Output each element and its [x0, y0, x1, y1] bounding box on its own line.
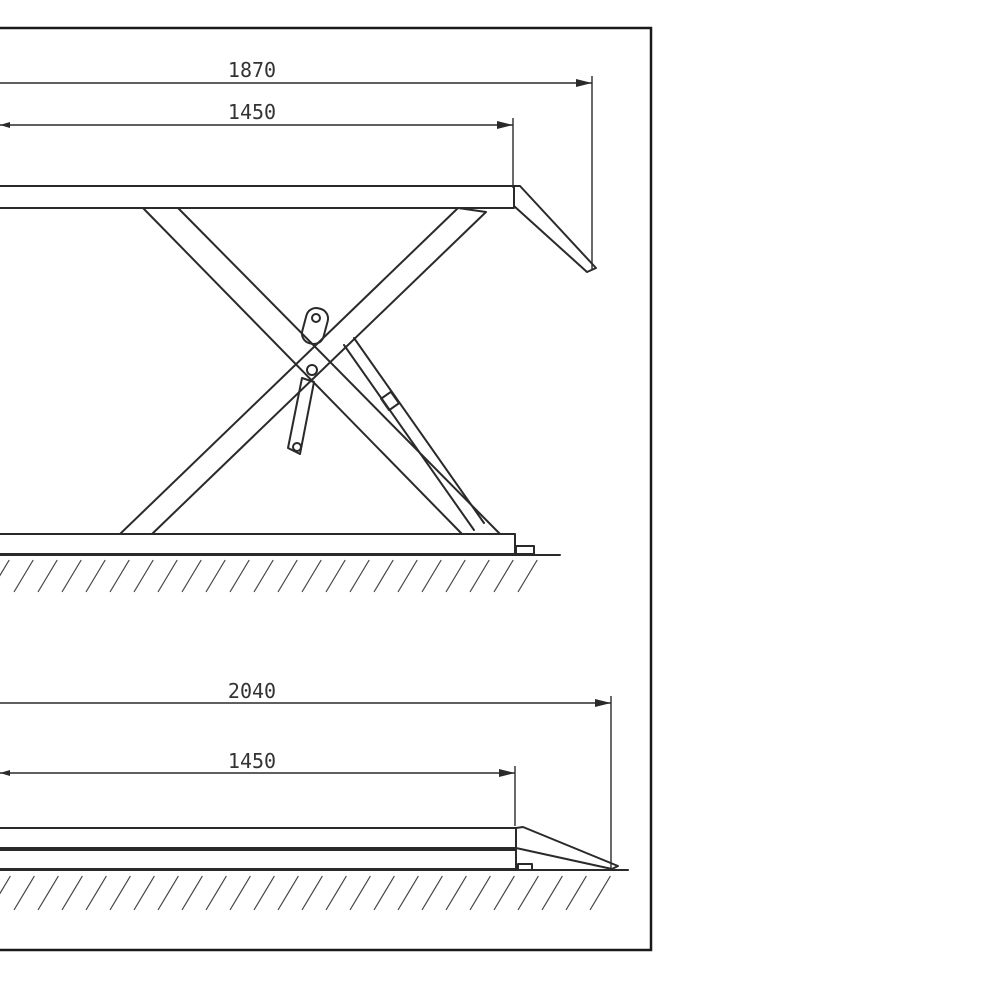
center-pivot	[306, 364, 318, 376]
hatch-line	[349, 875, 371, 911]
hatch-line	[229, 875, 251, 911]
dimension-label-1870: 1870	[228, 58, 276, 82]
hatch-line	[349, 559, 370, 593]
hatch-line	[0, 875, 11, 895]
hatch-line	[157, 875, 179, 911]
dimension-label-2040: 2040	[228, 679, 276, 703]
raised-view: 1870 1450	[0, 58, 597, 593]
hatch-line	[421, 559, 442, 593]
hatch-line	[469, 559, 490, 593]
hatch-line	[589, 875, 611, 911]
hatch-line	[373, 875, 395, 911]
hatch-line	[253, 559, 274, 593]
hatch-line	[373, 559, 394, 593]
dimension-label-1450-top: 1450	[228, 100, 276, 124]
hatch-line	[229, 559, 250, 593]
hatch-line	[13, 559, 34, 593]
hatch-line	[517, 559, 538, 593]
hatch-line	[205, 559, 226, 593]
hatch-line	[61, 559, 82, 593]
hatch-line	[37, 875, 59, 911]
hatch-line	[133, 559, 154, 593]
hatch-line	[181, 559, 202, 593]
hatch-line	[277, 875, 299, 911]
hatch-line	[109, 875, 131, 911]
hatch-line	[325, 559, 346, 593]
ground-hatch-raised	[0, 559, 538, 593]
hatch-line	[253, 875, 275, 911]
hatch-line	[61, 875, 83, 911]
hatch-line	[205, 875, 227, 911]
hatch-line	[517, 875, 539, 911]
hatch-line	[133, 875, 155, 911]
hatch-line	[13, 875, 35, 911]
hatch-line	[469, 875, 491, 911]
hatch-line	[277, 559, 298, 593]
lift-platform	[0, 185, 597, 273]
hatch-line	[301, 875, 323, 911]
hatch-line	[541, 875, 563, 911]
hatch-line	[445, 875, 467, 911]
hatch-line	[109, 559, 130, 593]
lowered-view: 2040 1450	[0, 679, 629, 911]
lowered-platform	[0, 826, 629, 871]
hatch-line	[37, 559, 58, 593]
dimension-platform-raised: 1450	[0, 100, 514, 188]
dimension-label-1450-bottom: 1450	[228, 749, 276, 773]
ground-hatch-lowered	[0, 875, 611, 911]
drawing-frame	[0, 26, 653, 952]
hatch-line	[0, 559, 10, 577]
dimension-overall-raised: 1870	[0, 58, 593, 270]
dimension-overall-lowered: 2040	[0, 679, 612, 868]
dimension-platform-lowered: 1450	[0, 749, 516, 826]
hatch-line	[397, 559, 418, 593]
hatch-line	[445, 559, 466, 593]
hatch-line	[181, 875, 203, 911]
scissor-arms	[119, 207, 501, 535]
lift-base	[0, 533, 561, 556]
hatch-line	[565, 875, 587, 911]
hatch-line	[493, 559, 514, 593]
hatch-line	[85, 875, 107, 911]
hatch-line	[301, 559, 322, 593]
hatch-line	[397, 875, 419, 911]
hatch-line	[85, 559, 106, 593]
hatch-line	[493, 875, 515, 911]
hatch-line	[157, 559, 178, 593]
hatch-line	[421, 875, 443, 911]
hatch-line	[325, 875, 347, 911]
